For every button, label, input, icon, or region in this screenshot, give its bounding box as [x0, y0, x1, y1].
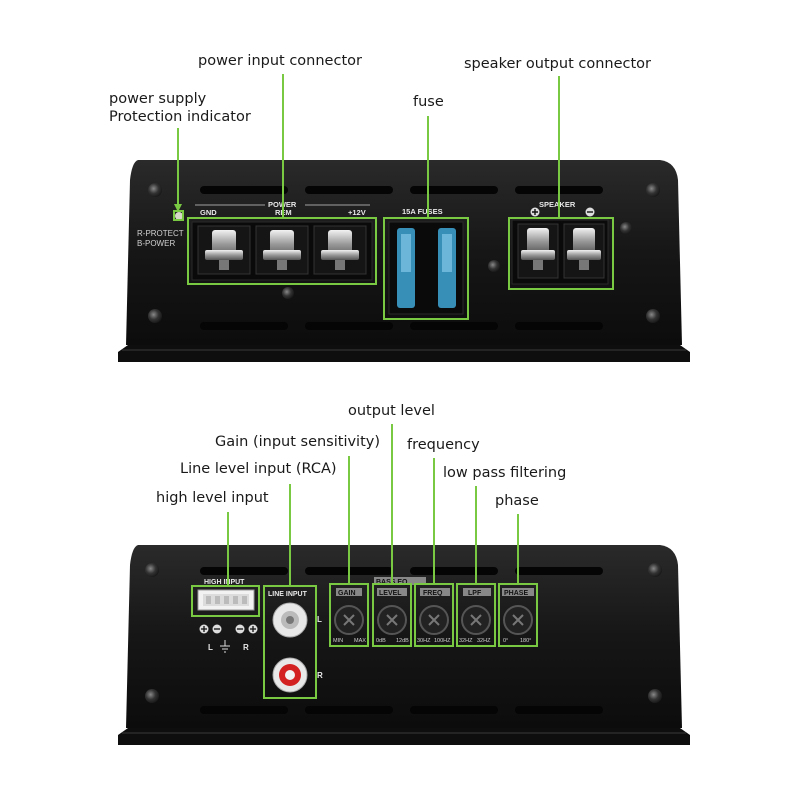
speaker-label: SPEAKER	[539, 200, 576, 209]
phase-max-label: 180°	[520, 638, 531, 644]
callout-speaker-output-connector: speaker output connector	[464, 56, 652, 72]
level-label: LEVEL	[379, 590, 402, 597]
callout-low-pass-filtering: low pass filtering	[443, 465, 567, 481]
freq-min-label: 30HZ	[417, 638, 431, 644]
callout-line-level-input: Line level input (RCA)	[180, 461, 337, 477]
plus12v-label: +12V	[348, 208, 366, 217]
power-terminal-block	[191, 221, 373, 281]
lpf-min-label: 32HZ	[459, 638, 473, 644]
rca-input-left	[272, 602, 308, 638]
r-protect-label: R-PROTECT	[137, 229, 184, 238]
high-input-r-label: R	[243, 643, 249, 652]
phase-label: PHASE	[504, 590, 528, 597]
ground-icon	[220, 640, 230, 653]
gnd-label: GND	[200, 208, 217, 217]
lpf-knob-control: LPF 32HZ 32HZ	[459, 588, 491, 644]
phase-min-label: 0°	[503, 638, 508, 644]
high-input-label: HIGH INPUT	[204, 579, 245, 586]
callout-gain: Gain (input sensitivity)	[215, 434, 381, 450]
rca-input-right	[272, 657, 308, 693]
fuse-holders	[388, 221, 464, 315]
gain-label: GAIN	[338, 590, 356, 597]
phase-knob-control: PHASE 0° 180°	[502, 588, 534, 644]
speaker-terminal-block	[511, 219, 609, 285]
rca-r-label: R	[317, 671, 323, 680]
rca-l-label: L	[317, 615, 322, 624]
freq-knob-control: FREQ 30HZ 100HZ	[417, 588, 451, 644]
gain-max-label: MAX	[354, 638, 366, 644]
freq-label: FREQ	[423, 590, 443, 597]
b-power-label: B-POWER	[137, 239, 175, 248]
callout-phase: phase	[495, 493, 539, 509]
speaker-connector-highlight	[508, 217, 614, 290]
callout-power-supply: power supply	[109, 91, 207, 107]
level-min-label: 0dB	[376, 638, 386, 644]
callout-frequency: frequency	[407, 437, 480, 453]
callout-protection-indicator: Protection indicator	[109, 109, 251, 125]
callout-power-input-connector: power input connector	[198, 53, 362, 69]
callout-high-level-input: high level input	[156, 490, 269, 506]
high-input-l-label: L	[208, 643, 213, 652]
gain-min-label: MIN	[333, 638, 343, 644]
level-knob-control: LEVEL 0dB 12dB	[376, 588, 409, 644]
freq-max-label: 100HZ	[434, 638, 451, 644]
top-amplifier-panel: R-PROTECT B-POWER POWER GND REM +12V	[118, 160, 690, 362]
lpf-label: LPF	[468, 590, 482, 597]
high-input-connector	[197, 589, 255, 611]
level-max-label: 12dB	[396, 638, 409, 644]
high-input-highlight	[191, 585, 260, 617]
fuse-highlight	[383, 217, 469, 320]
callout-fuse: fuse	[413, 94, 444, 110]
fuses-label: 15A FUSES	[402, 207, 443, 216]
lpf-max-label: 32HZ	[477, 638, 491, 644]
callout-output-level: output level	[348, 403, 435, 419]
line-input-label: LINE INPUT	[268, 591, 308, 598]
gain-knob-control: GAIN MIN MAX	[333, 588, 366, 644]
protection-led-icon	[175, 212, 183, 220]
